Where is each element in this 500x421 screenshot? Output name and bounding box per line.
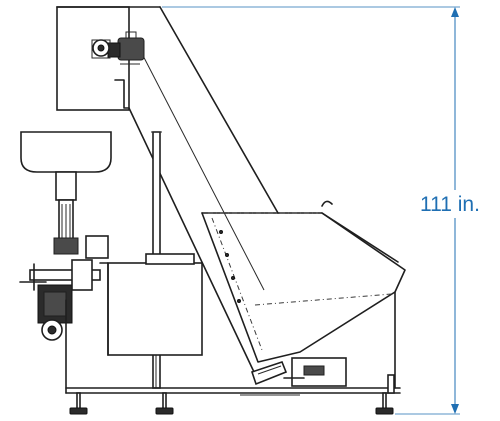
conveyor-belt-line	[136, 43, 265, 291]
panel-handle	[303, 365, 325, 376]
feed-bowl	[20, 131, 112, 173]
sprocket-hub	[97, 44, 105, 52]
discharge-chute	[250, 361, 288, 386]
receiving-hopper	[201, 200, 406, 389]
foot-right	[375, 392, 394, 415]
base-rail	[65, 387, 401, 394]
central-enclosure	[99, 253, 203, 356]
conveyor-lower-rail	[128, 107, 255, 373]
drive-motor	[91, 31, 145, 65]
gearbox-face	[43, 291, 67, 317]
motor-body	[117, 37, 145, 61]
foot-center	[155, 392, 174, 415]
height-label: 111 in.	[420, 193, 480, 216]
hopper-cone	[201, 212, 396, 363]
cross-arm	[29, 269, 101, 281]
foot-left	[69, 392, 88, 415]
control-box	[85, 235, 109, 259]
valve-block	[53, 237, 79, 255]
inner-guide-bottom	[254, 293, 393, 306]
dimension-arrow-top	[451, 7, 459, 17]
leveling-feet	[69, 392, 394, 415]
discharge-mechanism	[19, 259, 101, 341]
hopper-hook	[321, 200, 333, 207]
enclosure-box	[107, 262, 203, 356]
motor-details	[120, 31, 140, 65]
adjust-cross	[19, 263, 47, 291]
gear-housing	[71, 259, 93, 291]
dimension-arrow-bottom	[451, 404, 459, 414]
bowl-neck	[55, 171, 77, 201]
conveyor-upper-rail	[159, 6, 279, 214]
head-bracket	[114, 79, 130, 109]
height-dimension: 111 in.	[162, 6, 500, 415]
incline-conveyor	[56, 6, 279, 373]
base-frame	[65, 299, 401, 396]
enclosure-lid	[145, 253, 195, 265]
feed-bowl-assembly	[20, 131, 112, 259]
motor-mount	[91, 39, 111, 59]
